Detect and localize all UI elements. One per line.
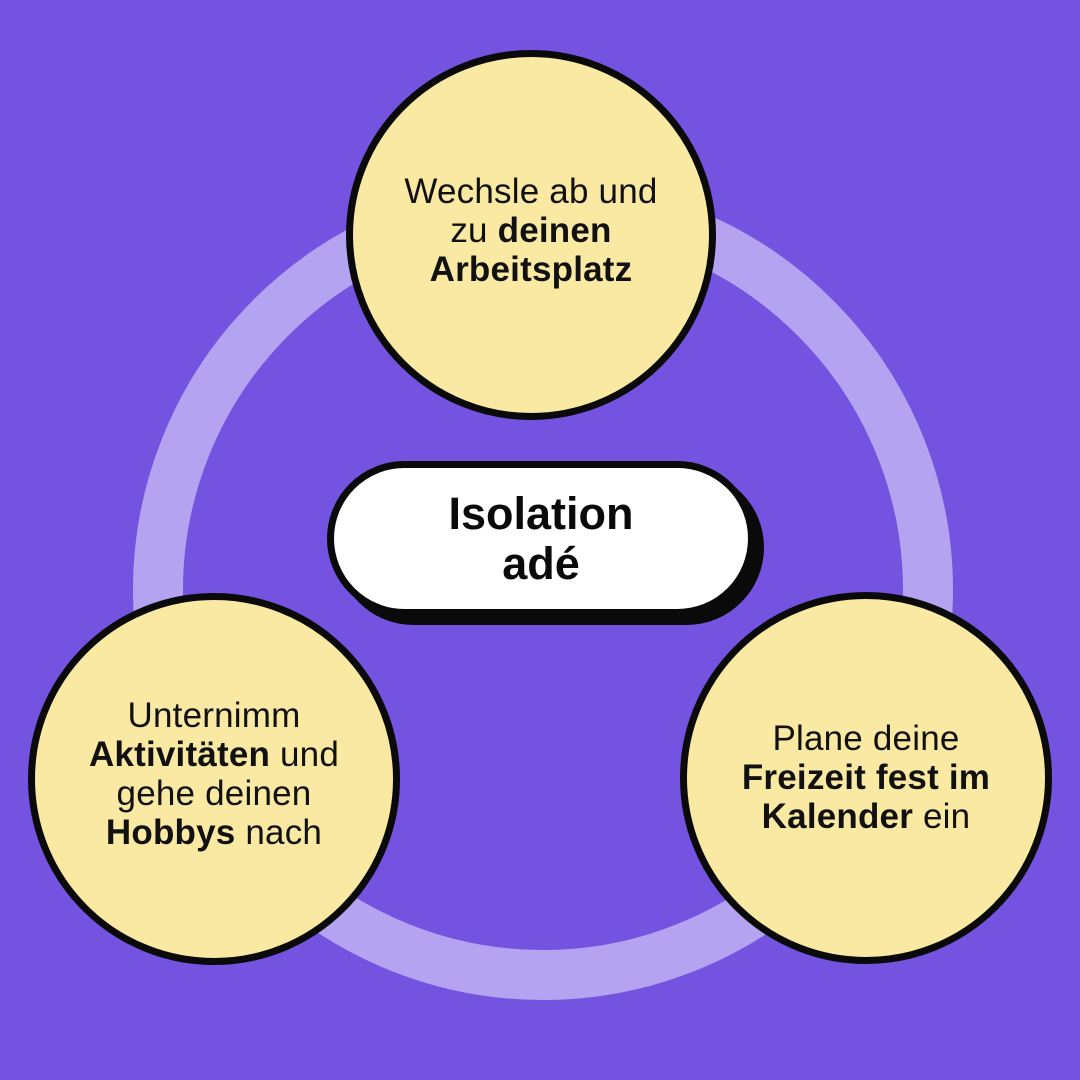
bubble-activities-line-3: gehe deinen: [116, 774, 312, 813]
bubble-calendar-line-3: Kalender ein: [723, 797, 1009, 836]
bubble-calendar-line-2-bold: Freizeit fest im: [741, 757, 991, 797]
bubble-activities-text: Unternimm Aktivitäten und gehe deinen Ho…: [71, 696, 357, 852]
bubble-activities-line-4-regular: nach: [235, 813, 323, 852]
bubble-activities-line-4-bold: Hobbys: [105, 813, 236, 852]
bubble-activities-line-2: Aktivitäten und: [71, 735, 357, 774]
bubble-activities: Unternimm Aktivitäten und gehe deinen Ho…: [28, 593, 400, 965]
center-title-pill: Isolation adé: [327, 461, 755, 616]
bubble-activities-line-4: Hobbys nach: [71, 813, 357, 852]
bubble-workplace-line-2-regular: zu: [450, 210, 498, 250]
bubble-workplace-line-3: Arbeitsplatz: [389, 250, 674, 289]
bubble-workplace-line-1: Wechsle ab und: [404, 171, 658, 211]
bubble-activities-line-2-regular: und: [270, 735, 340, 774]
bubble-calendar-line-2: Freizeit fest im: [723, 758, 1009, 797]
bubble-activities-line-1: Unternimm: [127, 696, 301, 735]
bubble-workplace-line-2-bold: deinen: [497, 210, 612, 250]
bubble-workplace-line-3-bold: Arbeitsplatz: [429, 249, 633, 289]
bubble-calendar-line-1: Plane deine: [772, 718, 960, 758]
bubble-calendar-line-3-bold: Kalender: [761, 796, 914, 836]
bubble-calendar-line-3-regular: ein: [913, 796, 971, 836]
center-title-line-2: adé: [502, 537, 580, 589]
center-title-line-1: Isolation: [448, 487, 634, 539]
bubble-calendar-text: Plane deine Freizeit fest im Kalender ei…: [723, 719, 1009, 836]
bubble-workplace-line-2: zu deinen: [389, 211, 674, 250]
bubble-workplace-text: Wechsle ab und zu deinen Arbeitsplatz: [389, 172, 674, 289]
bubble-activities-line-2-bold: Aktivitäten: [88, 735, 271, 774]
bubble-workplace: Wechsle ab und zu deinen Arbeitsplatz: [346, 50, 716, 420]
bubble-calendar: Plane deine Freizeit fest im Kalender ei…: [680, 592, 1052, 964]
